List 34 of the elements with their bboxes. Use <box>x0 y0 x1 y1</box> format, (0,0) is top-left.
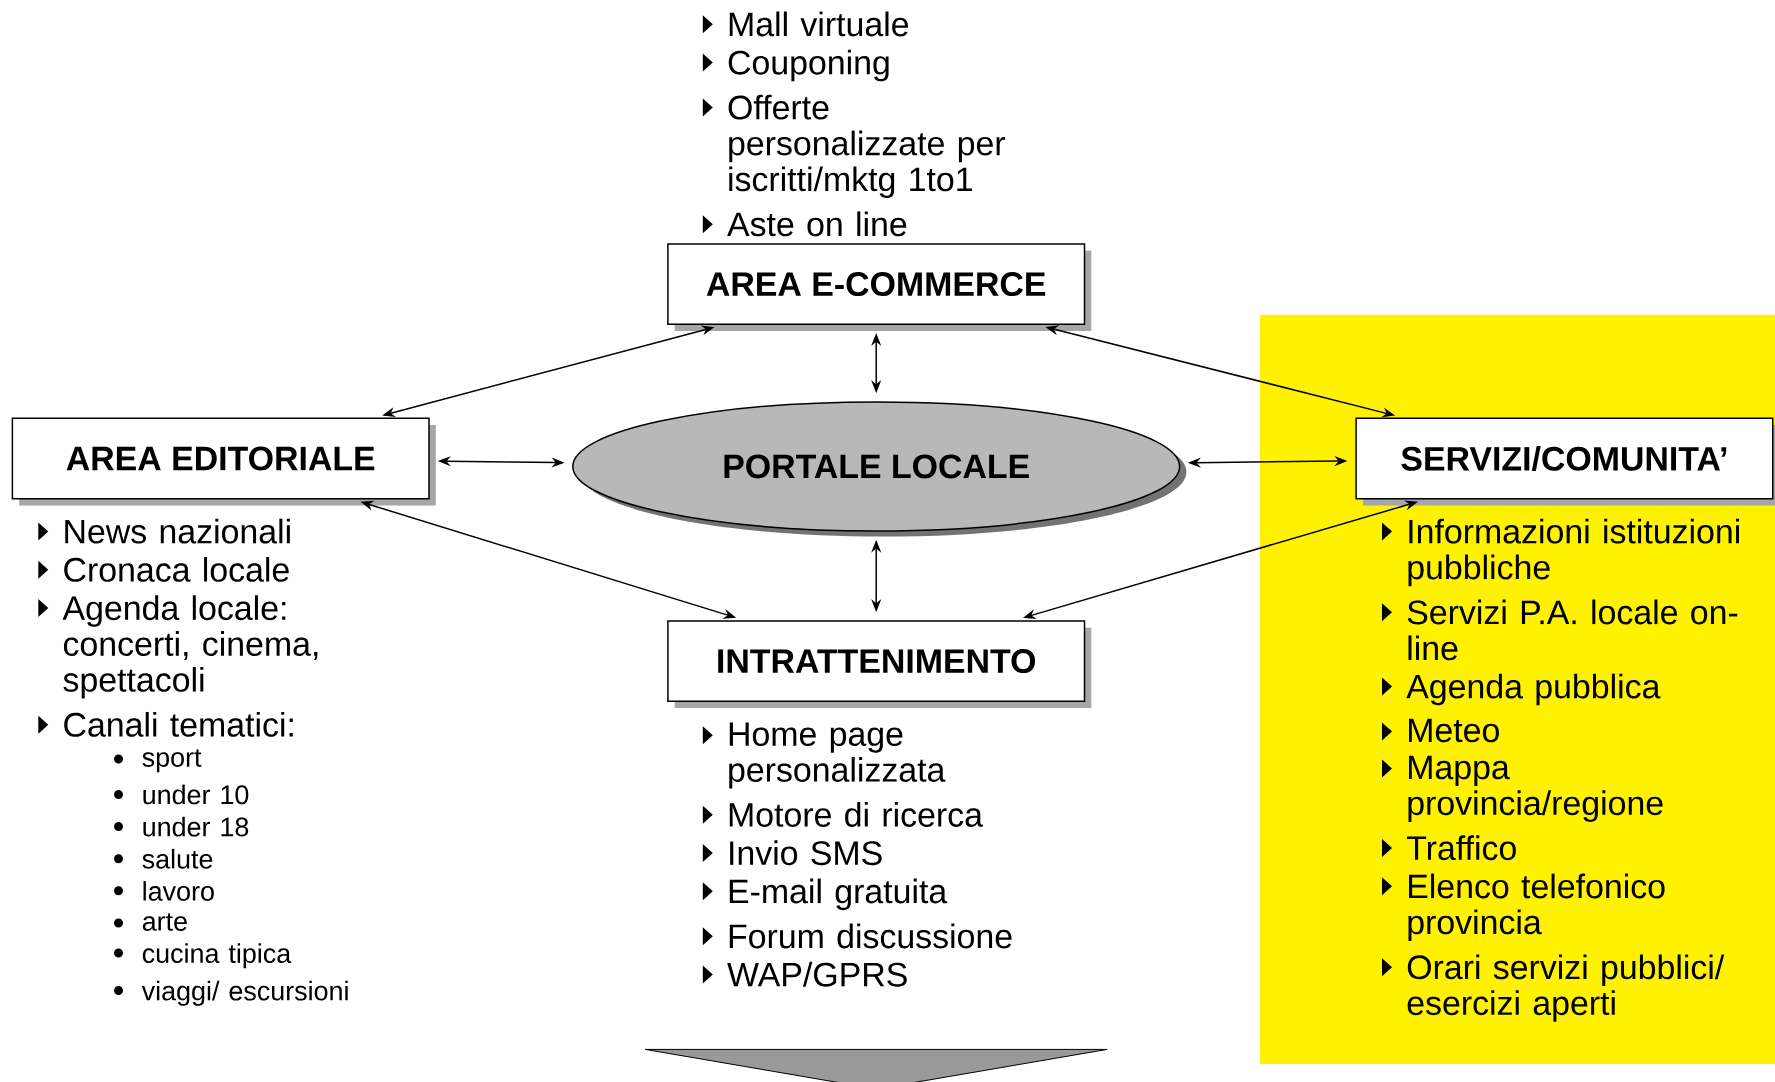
list-item: under 18 <box>114 816 249 837</box>
list-item: Traffico <box>1382 835 1516 861</box>
list-item: WAP/GPRS <box>702 961 907 987</box>
list-item: Motore di ricerca <box>702 802 983 827</box>
list-item: Invio SMS <box>702 840 882 866</box>
list-item: Offerte personalizzate per iscritti/mktg 1to1 <box>702 94 1006 199</box>
list-item: Canali tematici: <box>38 711 293 737</box>
area-box: SERVIZI/COMUNITA’ <box>1355 417 1775 506</box>
list-item: Forum discussione <box>702 923 1012 949</box>
list-item: lavoro <box>114 881 214 901</box>
list-item: sport <box>114 749 202 773</box>
list-item: News nazionali <box>38 518 290 544</box>
list-item: viaggi/ escursioni <box>114 980 348 1006</box>
list-item: under 10 <box>114 784 249 805</box>
list-item: arte <box>114 913 187 931</box>
area-box: INTRATTENIMENTO <box>667 620 1092 709</box>
list-item: Mall virtuale <box>702 11 909 37</box>
list-item: Mappa provincia/regione <box>1382 755 1663 822</box>
list-item: cucina tipica <box>114 943 292 969</box>
list-item: Meteo <box>1382 718 1499 743</box>
list-item: Agenda locale: concerti, cinema, spettacoli <box>38 595 318 699</box>
list-item: Agenda pubblica <box>1382 673 1661 706</box>
list-item: Servizi P.A. locale on-line <box>1382 599 1738 661</box>
list-item: Aste on line <box>702 211 907 237</box>
list-item: Informazioni istituzioni pubbliche <box>1382 518 1739 587</box>
list-item: Cronaca locale <box>38 557 289 582</box>
list-item: Couponing <box>702 49 889 82</box>
list-item: Home page personalizzata <box>702 722 946 789</box>
list-item: salute <box>114 848 213 869</box>
list-item: E-mail gratuita <box>702 878 948 911</box>
list-item: Orari servizi pubblici/ esercizi aperti <box>1382 954 1725 1022</box>
list-item: Elenco telefonico provincia <box>1382 873 1665 941</box>
area-box: AREA EDITORIALE <box>11 417 436 506</box>
area-box: AREA E-COMMERCE <box>667 243 1092 332</box>
